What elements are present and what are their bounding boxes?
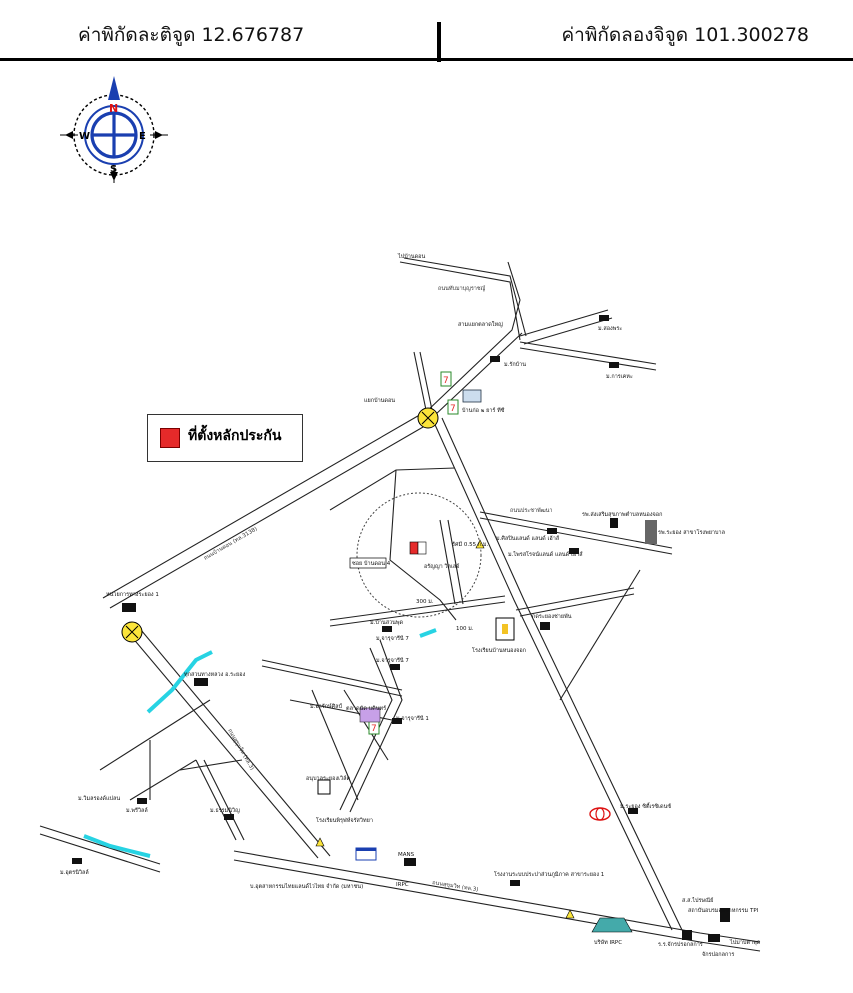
label-market: ตลาดนัด บดินทร์ — [346, 705, 386, 712]
legend-label: ที่ตั้งหลักประกัน — [188, 428, 282, 444]
label-irpc: IRPC — [396, 882, 409, 888]
label-m-left-a: ทุกสวนทางหลวง อ.ระยอง — [184, 671, 246, 678]
label-m-chrinee: ม.จารุจารีนี 7 — [376, 635, 409, 642]
warning-icons — [315, 539, 575, 919]
label-top-road: ถนนทับมาบุญราชญ์ — [438, 285, 486, 292]
radius-circle — [356, 492, 482, 618]
label-m-1: ม.รักบ้าน — [504, 361, 526, 368]
road-upper-left — [102, 412, 424, 599]
road-right-diagonal-edge — [441, 417, 683, 931]
label-m-2: ม.การเคหะ — [606, 374, 633, 380]
label-road-sukhumvit-bottom: ถนนสุขุมวิท (ทล.3) — [432, 879, 479, 893]
header-divider — [437, 22, 441, 62]
label-bottom-right-a: ส.ส.ไปรษณีย์ — [682, 897, 713, 904]
irpc-icon — [355, 847, 377, 861]
toyota-logo-icon — [589, 807, 611, 821]
latitude-text: ค่าพิกัดละติจูด 12.676787 — [78, 24, 305, 46]
label-box: ซอย บ้านดอน 4 — [352, 560, 391, 567]
map-legend: ที่ตั้งหลักประกัน — [147, 414, 303, 462]
svg-text:7: 7 — [371, 724, 377, 734]
label-road-sukhumvit-left: ถนนสุขุมวิท (ทล.3) — [226, 728, 255, 772]
coordinates-header: ค่าพิกัดละติจูด 12.676787 ค่าพิกัดลองจิจ… — [0, 0, 853, 62]
school-icon — [495, 617, 515, 641]
svg-text:7: 7 — [450, 404, 456, 414]
label-m-left-c: ม.พรีวิลล์ — [126, 807, 148, 814]
compass-icon: N S E W — [60, 76, 168, 183]
label-shop-mid: กดระยองช่ายพัน — [532, 613, 572, 620]
road-upper-left-edge — [109, 422, 431, 609]
legend-swatch — [160, 428, 180, 448]
label-m-chrinee2: ม.จารุจารีนี 7 — [376, 657, 409, 664]
label-m-ban: ม.บ้านสวนพุด — [370, 619, 404, 626]
road-right-diagonal — [431, 417, 673, 931]
label-m-left-b: ม.วิมลรองด์แปลน — [78, 795, 120, 802]
irpc-plant-icon — [591, 917, 633, 933]
property-marker-icon — [409, 541, 427, 555]
compass-west-label: W — [79, 131, 90, 142]
svg-text:7: 7 — [443, 376, 449, 386]
label-bottom-right-b: สถาบันอบรมอุตสาหกรรม TPI — [688, 907, 759, 914]
compass-north-label: N — [109, 102, 118, 115]
label-site: อรัญญา วิลเลจ์ — [424, 563, 459, 570]
label-hosp-right: รพ.ระยอง สาขาโรงพยาบาล — [658, 528, 725, 536]
label-bottom-dest: ไปมาบตาพุด — [729, 939, 761, 946]
road-sukhumvit-bottom-edge — [233, 859, 761, 952]
label-sevenel: บ้านก่อ ๒ ยาร์ ทีซี — [462, 407, 505, 414]
label-ngam: แยกบ้านดอน — [364, 397, 395, 404]
label-factory: บ.อุตสาหกรรมไทยแลนด์ไวไทย จำกัด (มหาชน) — [250, 883, 363, 890]
seven-eleven-icon: 7 — [440, 371, 452, 387]
label-m-north: ม.สองพระ — [598, 325, 622, 332]
longitude-text: ค่าพิกัดลองจิจูด 101.300278 — [561, 24, 809, 46]
junction-north-icon — [417, 407, 439, 429]
label-school-nw: หน่วยการทางระยอง 1 — [106, 592, 159, 598]
label-junction-north: สามแยกตลาดใหญ่ — [458, 321, 503, 328]
label-mans: MANS — [398, 852, 415, 858]
label-school-mid: โรงเรียนพิรุฬห์จรัสวิทยา — [316, 816, 373, 824]
header-rule — [0, 58, 853, 61]
road-sukhumvit-left — [125, 629, 319, 859]
label-bottom-office: โรงงานระบบประปาส่วนภูมิภาค สาขาระยอง 1 — [494, 870, 604, 878]
label-irpc-co: บริษัท IRPC — [594, 939, 622, 946]
label-m-chrinee3: ม.จารุจารีนี 1 — [396, 715, 429, 722]
label-right-road: ถนนประชาพัฒนา — [510, 507, 553, 514]
temple-icon — [317, 779, 331, 795]
river — [83, 628, 437, 858]
label-dist-550: รัศมี 0.55 ก.ม. — [452, 541, 489, 548]
label-m-pahol: ม.อารักษ์ศิลป์ — [310, 703, 343, 710]
label-m-right-a: ม.ศิลปินแลนด์ แลนด์ เฮ้าส์ — [496, 535, 560, 542]
label-temple: อนุบาลระยองเวิล์ด — [306, 775, 350, 782]
building-icons — [72, 315, 730, 942]
label-road-upper-left: ถนนบ้านดอน (ทล.3138) — [203, 525, 259, 561]
location-map: N S E W — [39, 76, 761, 958]
label-toyota: ม.ระยอง ซิตี้เรซิเดนซ์ — [620, 802, 671, 810]
label-m-left-e: ม.อุตรนิวิลล์ — [60, 869, 89, 876]
label-school-big: โรงเรียนบ้านหนองจอก — [472, 646, 526, 654]
road-network — [39, 257, 761, 952]
label-office-right: รพ.ส่งเสริมสุขภาพตำบลหนองจอก — [582, 511, 662, 518]
office-building-icon — [462, 389, 482, 403]
compass-east-label: E — [139, 131, 146, 142]
road-sukhumvit-bottom — [233, 850, 761, 943]
label-bottom-right-d: จักรปอกลการ — [702, 951, 734, 958]
label-bottom-right-c: ร.ร.จักรปรอกลการ — [658, 941, 703, 948]
map-labels: ไปบ้านดอน ถนนทับมาบุญราชญ์ สามแยกตลาดใหญ… — [60, 253, 761, 958]
label-dist-100: 100 ม. — [456, 626, 474, 632]
market-icon — [359, 707, 381, 723]
label-top-dest: ไปบ้านดอน — [397, 253, 425, 260]
seven-eleven-icon-2: 7 — [447, 399, 459, 415]
road-sukhumvit-left-edge — [135, 623, 331, 857]
compass-south-label: S — [110, 164, 117, 175]
label-m-right-b: ม.ไพรสโรจน์แลนด์ แลนด์ เฮ้าส์ — [508, 550, 583, 558]
label-m-left-d: ม.ธรรมนิวิญ — [210, 807, 240, 814]
label-dist-300: 300 ม. — [416, 599, 434, 605]
junction-west-icon — [121, 621, 143, 643]
